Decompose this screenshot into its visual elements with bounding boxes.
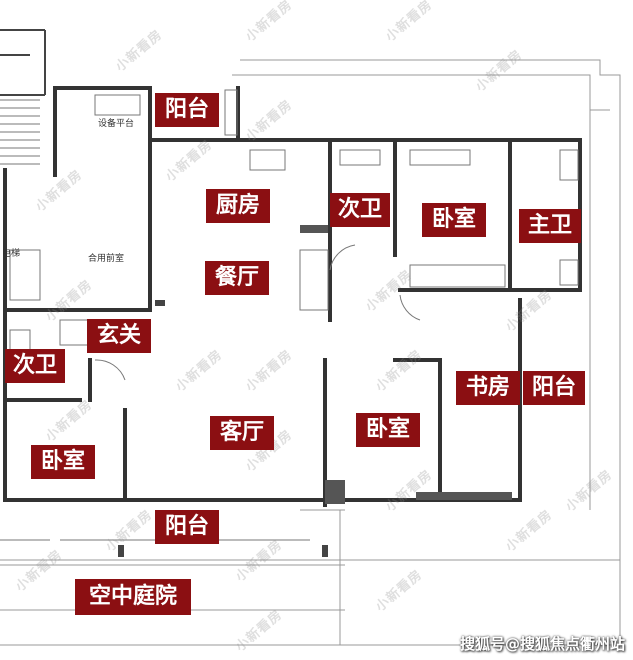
- room-label-balcony-top: 阳台: [155, 93, 219, 127]
- room-label-study: 书房: [456, 371, 520, 405]
- elevator-label: 电梯: [2, 249, 21, 259]
- room-label-bedroom-top: 卧室: [422, 203, 486, 237]
- room-label-master-bath: 主卫: [519, 209, 581, 243]
- shared-lobby-label: 合用前室: [88, 254, 125, 264]
- room-label-bedroom-middle: 卧室: [356, 413, 420, 447]
- room-label-dining: 餐厅: [205, 261, 269, 295]
- equipment-platform-label: 设备平台: [98, 119, 135, 129]
- walls: [3, 86, 582, 507]
- room-label-entrance: 玄关: [87, 319, 151, 353]
- room-label-second-bath-left: 次卫: [5, 349, 65, 383]
- source-caption: 搜狐号@搜狐焦点衢州站: [459, 635, 625, 653]
- stair-block: [0, 29, 46, 96]
- room-label-kitchen: 厨房: [206, 189, 270, 223]
- room-label-living: 客厅: [210, 416, 274, 450]
- room-label-sky-garden: 空中庭院: [75, 579, 191, 615]
- room-label-bedroom-left: 卧室: [31, 445, 95, 479]
- room-label-balcony-right: 阳台: [523, 371, 585, 405]
- room-label-second-bath-top: 次卫: [330, 193, 390, 227]
- room-label-balcony-bottom: 阳台: [155, 510, 219, 544]
